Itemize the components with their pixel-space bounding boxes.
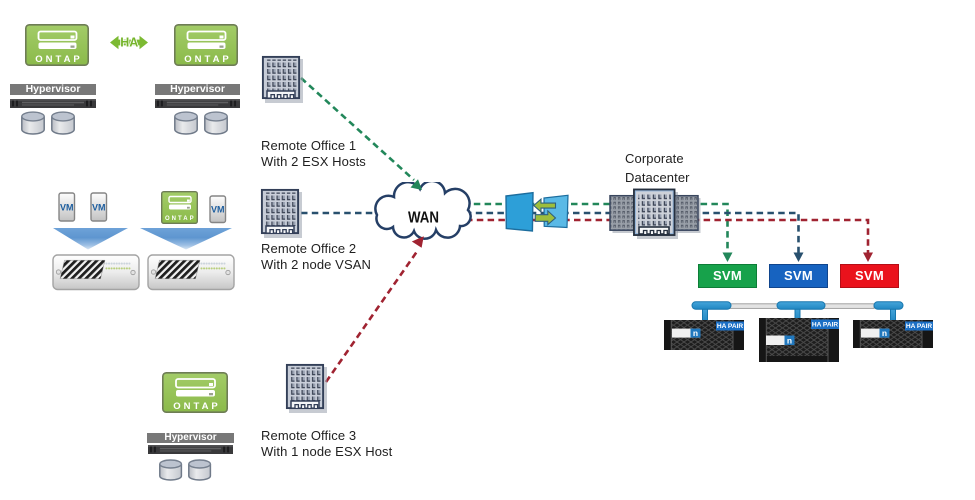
svg-text:n: n [693, 328, 698, 338]
svg-text:ONTAP: ONTAP [173, 401, 221, 412]
svg-text:n: n [882, 328, 887, 338]
svg-text:HA PAIR: HA PAIR [717, 323, 744, 330]
svg-text:VM: VM [211, 205, 225, 215]
svg-text:HA PAIR: HA PAIR [906, 323, 933, 330]
svg-text:VM: VM [60, 203, 74, 213]
svg-text:HA PAIR: HA PAIR [812, 322, 839, 329]
svg-text:ONTAP: ONTAP [35, 54, 83, 65]
svg-text:HA: HA [120, 36, 138, 50]
svg-text:WAN: WAN [408, 209, 439, 226]
svg-text:ONTAP: ONTAP [184, 54, 232, 65]
svg-text:ONTAP: ONTAP [165, 216, 196, 222]
svg-text:VM: VM [92, 203, 106, 213]
svg-text:n: n [787, 335, 792, 345]
